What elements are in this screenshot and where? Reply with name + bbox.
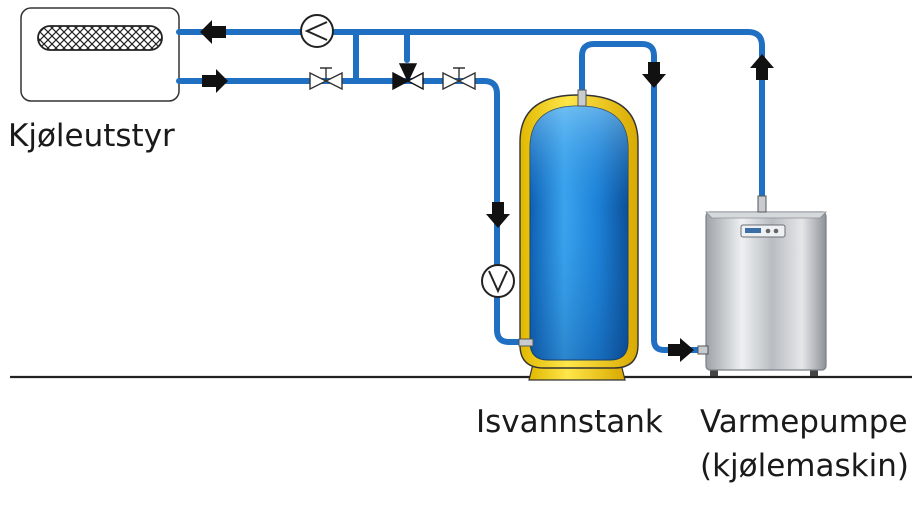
label-cooling-equipment: Kjøleutstyr <box>8 118 175 154</box>
cooling-equipment-unit <box>20 7 180 102</box>
ice-water-tank <box>518 89 639 381</box>
heat-exchanger-icon <box>37 25 163 51</box>
flow-arrow-icon <box>486 202 510 228</box>
three-way-valve-icon <box>392 63 424 91</box>
pump-icon <box>300 14 334 48</box>
flow-arrow-icon <box>668 338 694 362</box>
label-heat-pump-subtitle: (kjølemaskin) <box>700 448 909 484</box>
flow-arrow-icon <box>200 20 226 44</box>
flow-arrow-icon <box>750 54 774 80</box>
flow-arrow-icon <box>202 69 228 93</box>
valve-icon <box>442 67 476 91</box>
flow-arrow-icon <box>642 62 666 88</box>
heat-pump-unit <box>697 195 827 376</box>
label-heat-pump: Varmepumpe <box>700 404 908 440</box>
pump-icon <box>481 264 515 298</box>
valve-icon <box>309 67 343 91</box>
label-ice-water-tank: Isvannstank <box>476 404 663 440</box>
